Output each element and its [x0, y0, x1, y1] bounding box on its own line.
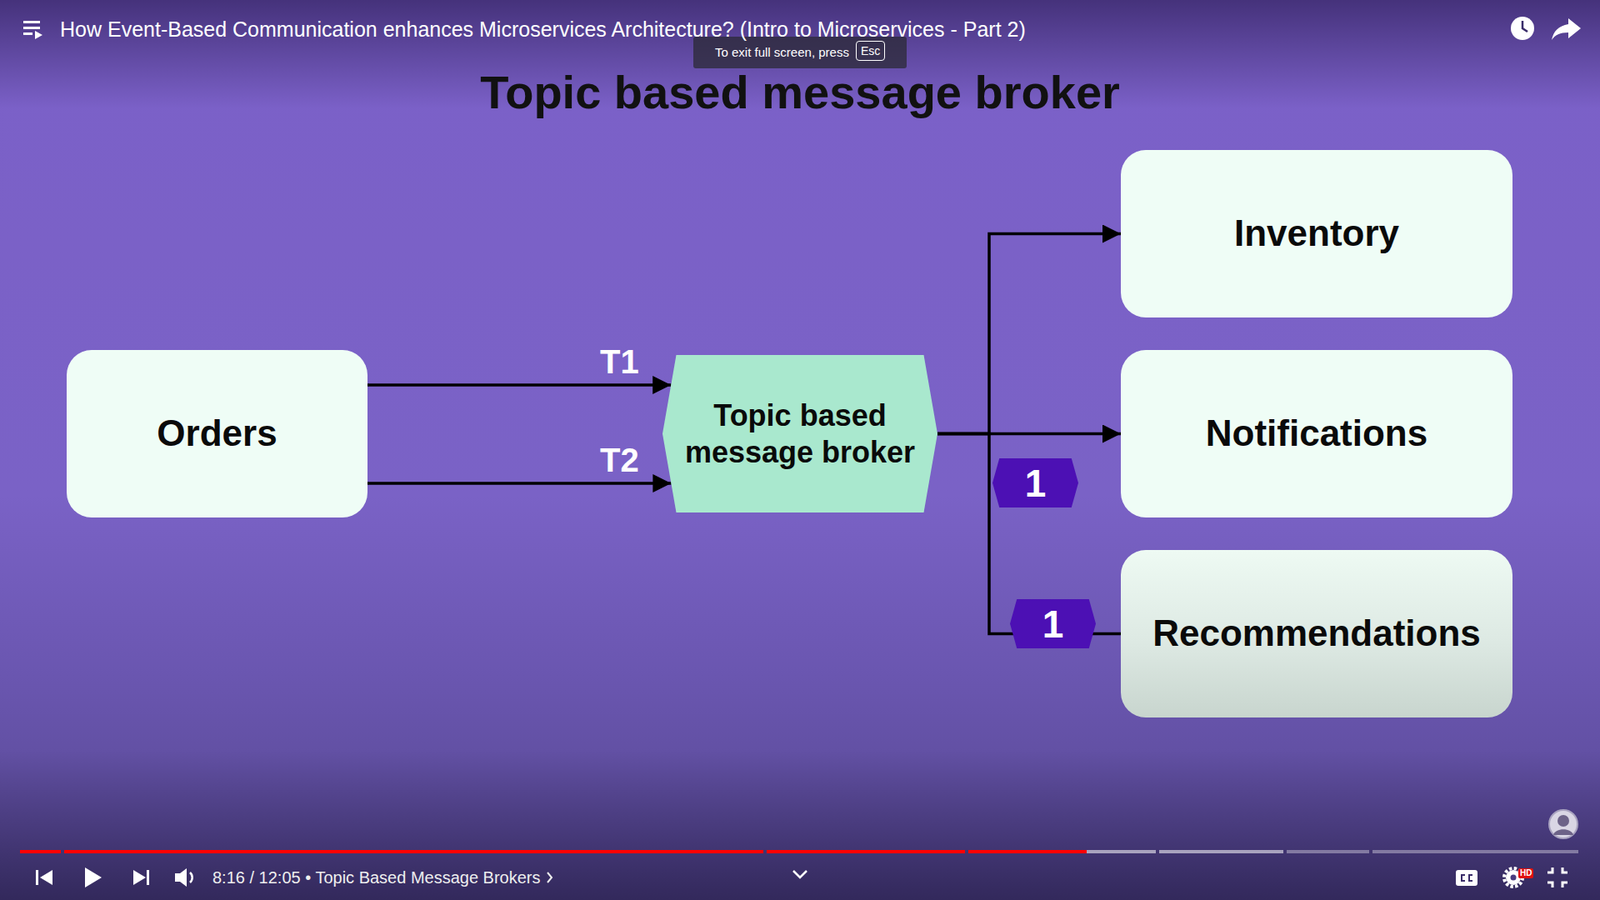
broker-hexagon: Topic based message broker: [662, 355, 938, 513]
channel-avatar-part: [1557, 815, 1570, 827]
playlist-icon: [23, 20, 43, 40]
progress-bar: [20, 850, 1579, 854]
progress-bar-part: [1372, 850, 1579, 854]
play-icon: [85, 867, 102, 888]
volume-icon-part: [190, 872, 193, 883]
progress-bar-part: [20, 850, 61, 854]
node-text-group: Notifications: [1137, 411, 1496, 456]
service-box: Inventory: [1120, 150, 1513, 318]
captions-icon: [1455, 870, 1478, 886]
node-text: Topic based message broker: [675, 397, 925, 470]
hd-badge: HD: [1518, 868, 1534, 879]
volume-icon: [175, 868, 193, 887]
playlist-icon-part: [23, 20, 40, 24]
connector-arrow: [937, 234, 1121, 435]
channel-avatar-part: [1553, 829, 1574, 835]
node-text-group: Recommendations: [1137, 611, 1496, 656]
node-text-group: Topic based message broker: [675, 397, 925, 470]
node-text: Inventory: [1137, 211, 1496, 256]
previous-icon-part: [40, 870, 53, 885]
node-text: Recommendations: [1137, 611, 1496, 656]
clock-icon-part: [1510, 16, 1535, 40]
previous-icon: [35, 870, 53, 885]
toast-text: To exit full screen, press: [715, 44, 850, 61]
clock-icon: [1510, 16, 1535, 40]
service-box: Recommendations: [1120, 550, 1513, 718]
share-icon: [1551, 18, 1581, 40]
progress-bar-part: [1086, 850, 1156, 854]
next-icon: [133, 870, 150, 885]
topic-label: T2: [600, 443, 640, 477]
playlist-icon-part: [35, 30, 43, 40]
video-title: How Event-Based Communication enhances M…: [60, 16, 1026, 42]
hexagon-outline: [662, 355, 938, 513]
progress-bar-part: [1159, 850, 1284, 854]
playlist-icon-part: [23, 26, 40, 30]
key-cap: Esc: [855, 40, 885, 61]
node-text-group: Inventory: [1137, 211, 1496, 256]
previous-icon-part: [35, 870, 39, 885]
hexagon-shape: [662, 355, 938, 513]
channel-avatar: [1549, 810, 1578, 839]
slide-title: Topic based message broker: [0, 68, 1600, 118]
message-token: 1: [992, 458, 1079, 508]
node-text: Orders: [83, 411, 351, 456]
settings-icon-part: [1510, 875, 1517, 881]
progress-bar-part: [64, 850, 764, 854]
node-text-group: Orders: [83, 411, 351, 456]
service-box: Notifications: [1120, 350, 1513, 518]
chevron-down-icon: [793, 870, 807, 878]
volume-icon-part: [175, 868, 187, 887]
service-box: Orders: [66, 350, 368, 518]
clock-icon-part: [1522, 20, 1528, 32]
node-text: Notifications: [1137, 411, 1496, 456]
chapter-chevron-icon: [547, 872, 552, 883]
channel-avatar-part: [1549, 810, 1578, 839]
time-and-chapter: 8:16 / 12:05 • Topic Based Message Broke…: [212, 867, 541, 888]
playlist-icon-part: [23, 32, 33, 35]
captions-icon-part: [1461, 875, 1473, 881]
next-icon-part: [146, 870, 150, 885]
captions-icon-part: [1455, 870, 1478, 886]
exit-fullscreen-icon: [1547, 867, 1568, 888]
connector-arrow: [367, 383, 671, 387]
connector-arrow: [367, 481, 671, 485]
progress-bar-part: [766, 850, 965, 854]
topic-label: T1: [600, 345, 640, 379]
message-token: 1: [1010, 599, 1096, 649]
progress-bar-part: [1286, 850, 1370, 854]
progress-bar-part: [968, 850, 1087, 854]
next-icon-part: [133, 870, 146, 885]
